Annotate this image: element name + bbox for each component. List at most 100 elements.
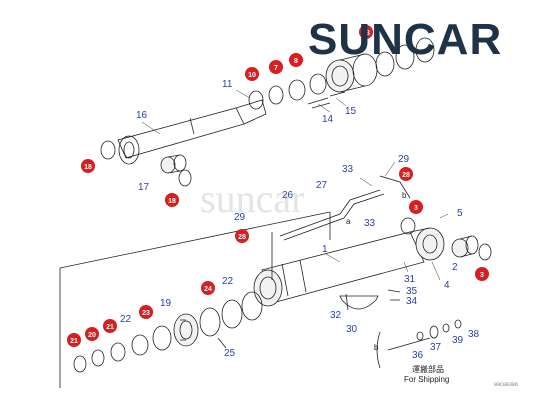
cylinder-bottom-eye [409,227,445,261]
svg-text:24: 24 [204,286,212,293]
bolt-14 [307,97,331,109]
label-22a: 22 [120,314,132,325]
label-29b: 29 [398,154,410,165]
ring-22a [131,334,149,356]
badge-10: 10 [245,67,259,81]
svg-text:20: 20 [88,332,96,339]
badge-18b: 18 [165,193,179,207]
cylinder-tube [253,231,425,307]
ring-22b [221,299,243,329]
label-4: 4 [444,280,450,291]
bushing-17 [160,154,187,174]
washers-34-35 [387,289,401,301]
ring-23 [241,291,263,321]
label-22b: 22 [222,276,234,287]
badge-3b: 3 [475,267,489,281]
label-39: 39 [452,335,464,346]
svg-text:21: 21 [70,338,78,345]
svg-text:18: 18 [84,164,92,171]
drawing-code: 09C08386 [494,382,518,388]
label-37: 37 [430,342,442,353]
ring-7 [288,79,306,101]
suncar-logo: SUNCAR [308,15,502,64]
seal-ring-18b [178,169,192,187]
label-32: 32 [330,310,342,321]
ring-21a [73,355,87,373]
badge-13: 13 [359,25,373,39]
svg-text:3: 3 [414,205,418,212]
label-14: 14 [322,114,334,125]
logo-text: SUNCAR [308,15,502,64]
badge-18a: 18 [81,159,95,173]
badge-24: 24 [201,281,215,295]
screw-25 [217,337,227,349]
label-25: 25 [224,348,236,359]
label-5: 5 [457,208,463,219]
svg-text:10: 10 [248,72,256,79]
detail-mark-b-lower: b [374,343,379,352]
badge-3a: 3 [409,200,423,214]
label-29a: 29 [234,212,246,223]
pipe-26 [279,189,381,237]
svg-text:3: 3 [480,272,484,279]
ring-23b [152,325,172,351]
detail-b-bracket [376,331,381,369]
bushing-2 [451,235,479,258]
badge-7: 7 [269,60,283,74]
pipe-bracket [379,175,411,199]
svg-text:28: 28 [402,172,410,179]
bolt-32 [345,293,349,311]
label-38: 38 [468,329,480,340]
label-17: 17 [138,182,150,193]
ring-21b [110,342,126,362]
label-35: 35 [406,286,418,297]
leader-lines [141,89,449,281]
badge-21a: 21 [67,333,81,347]
badge-28a: 28 [235,229,249,243]
detail-b [387,319,462,351]
caption-cn: 運搬部品 [412,364,444,374]
piston-rod [117,99,267,165]
label-34: 34 [406,296,418,307]
svg-text:28: 28 [238,234,246,241]
badge-8: 8 [289,53,303,67]
seal-ring-3a [400,217,416,235]
cylinder-head-19 [173,313,199,347]
label-15: 15 [345,106,357,117]
badge-28b: 28 [399,167,413,181]
badge-20: 20 [85,327,99,341]
ring-8 [309,73,327,95]
ring-11 [248,90,264,110]
label-33b: 33 [364,218,376,229]
label-11: 11 [222,79,233,90]
clamp-30 [339,295,379,310]
pipe-27 [283,193,385,241]
label-1: 1 [322,244,328,255]
seal-ring-3b [478,243,492,261]
badge-23: 23 [139,305,153,319]
label-26: 26 [282,190,294,201]
svg-text:8: 8 [294,58,298,65]
label-31: 31 [404,274,416,285]
watermark: suncar [200,176,304,221]
svg-text:18: 18 [168,198,176,205]
svg-text:7: 7 [274,65,278,72]
frame-lines [59,211,331,388]
svg-text:13: 13 [362,30,370,37]
label-19: 19 [160,298,172,309]
piston-head [325,37,435,93]
label-30: 30 [346,324,358,335]
caption-en: For Shipping [404,375,449,384]
seal-ring-18a [100,140,116,160]
ring-24 [199,307,221,337]
label-27: 27 [316,180,328,191]
ring-10 [268,85,284,105]
label-33a: 33 [342,164,354,175]
detail-mark-b-upper: b [402,191,407,200]
detail-mark-a: a [346,217,351,226]
svg-text:21: 21 [106,324,114,331]
svg-text:23: 23 [142,310,150,317]
label-16: 16 [136,110,148,121]
